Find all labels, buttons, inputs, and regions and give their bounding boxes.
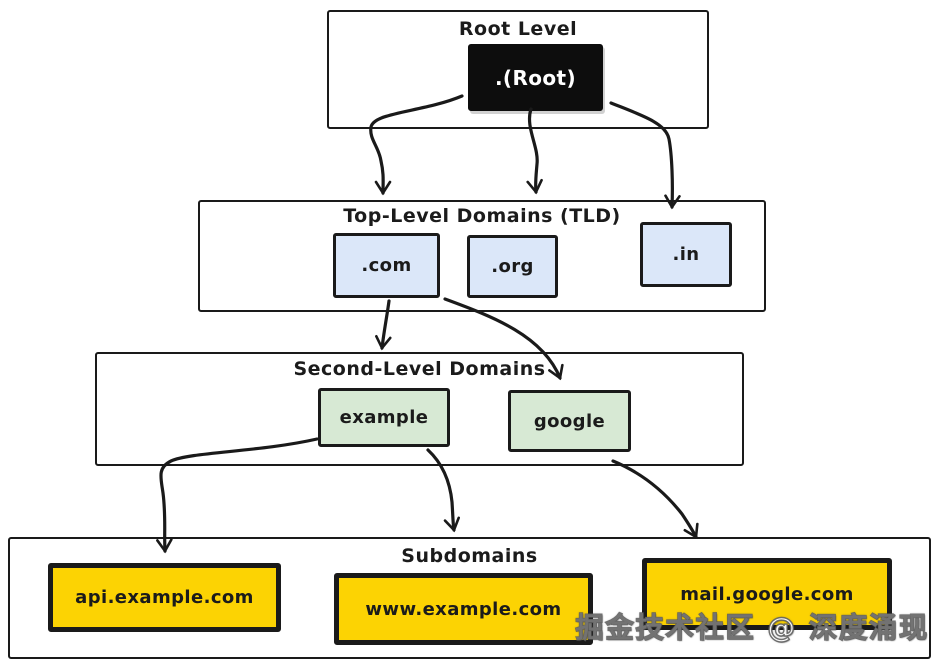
tld-level-title: Top-Level Domains (TLD) [343,205,621,227]
node-in: .in [640,222,732,287]
node-google: google [508,390,631,452]
node-com: .com [333,233,440,298]
arrow-google-to-mail [611,459,699,540]
node-api-example-com: api.example.com [48,563,281,632]
node-www-example-com: www.example.com [334,573,593,645]
subdomains-level-container: Subdomains [8,537,931,659]
node-mail-google-com: mail.google.com [642,558,892,630]
node-root: .(Root) [468,44,603,111]
root-level-title: Root Level [458,18,578,40]
node-org: .org [467,235,558,298]
watermark-text: 掘金技术社区 @ 深度涌现 [575,610,929,644]
sld-level-title: Second-Level Domains [293,358,546,380]
subdomains-level-title: Subdomains [401,545,538,567]
node-example: example [318,388,450,447]
root-level-container: Root Level [327,10,709,129]
